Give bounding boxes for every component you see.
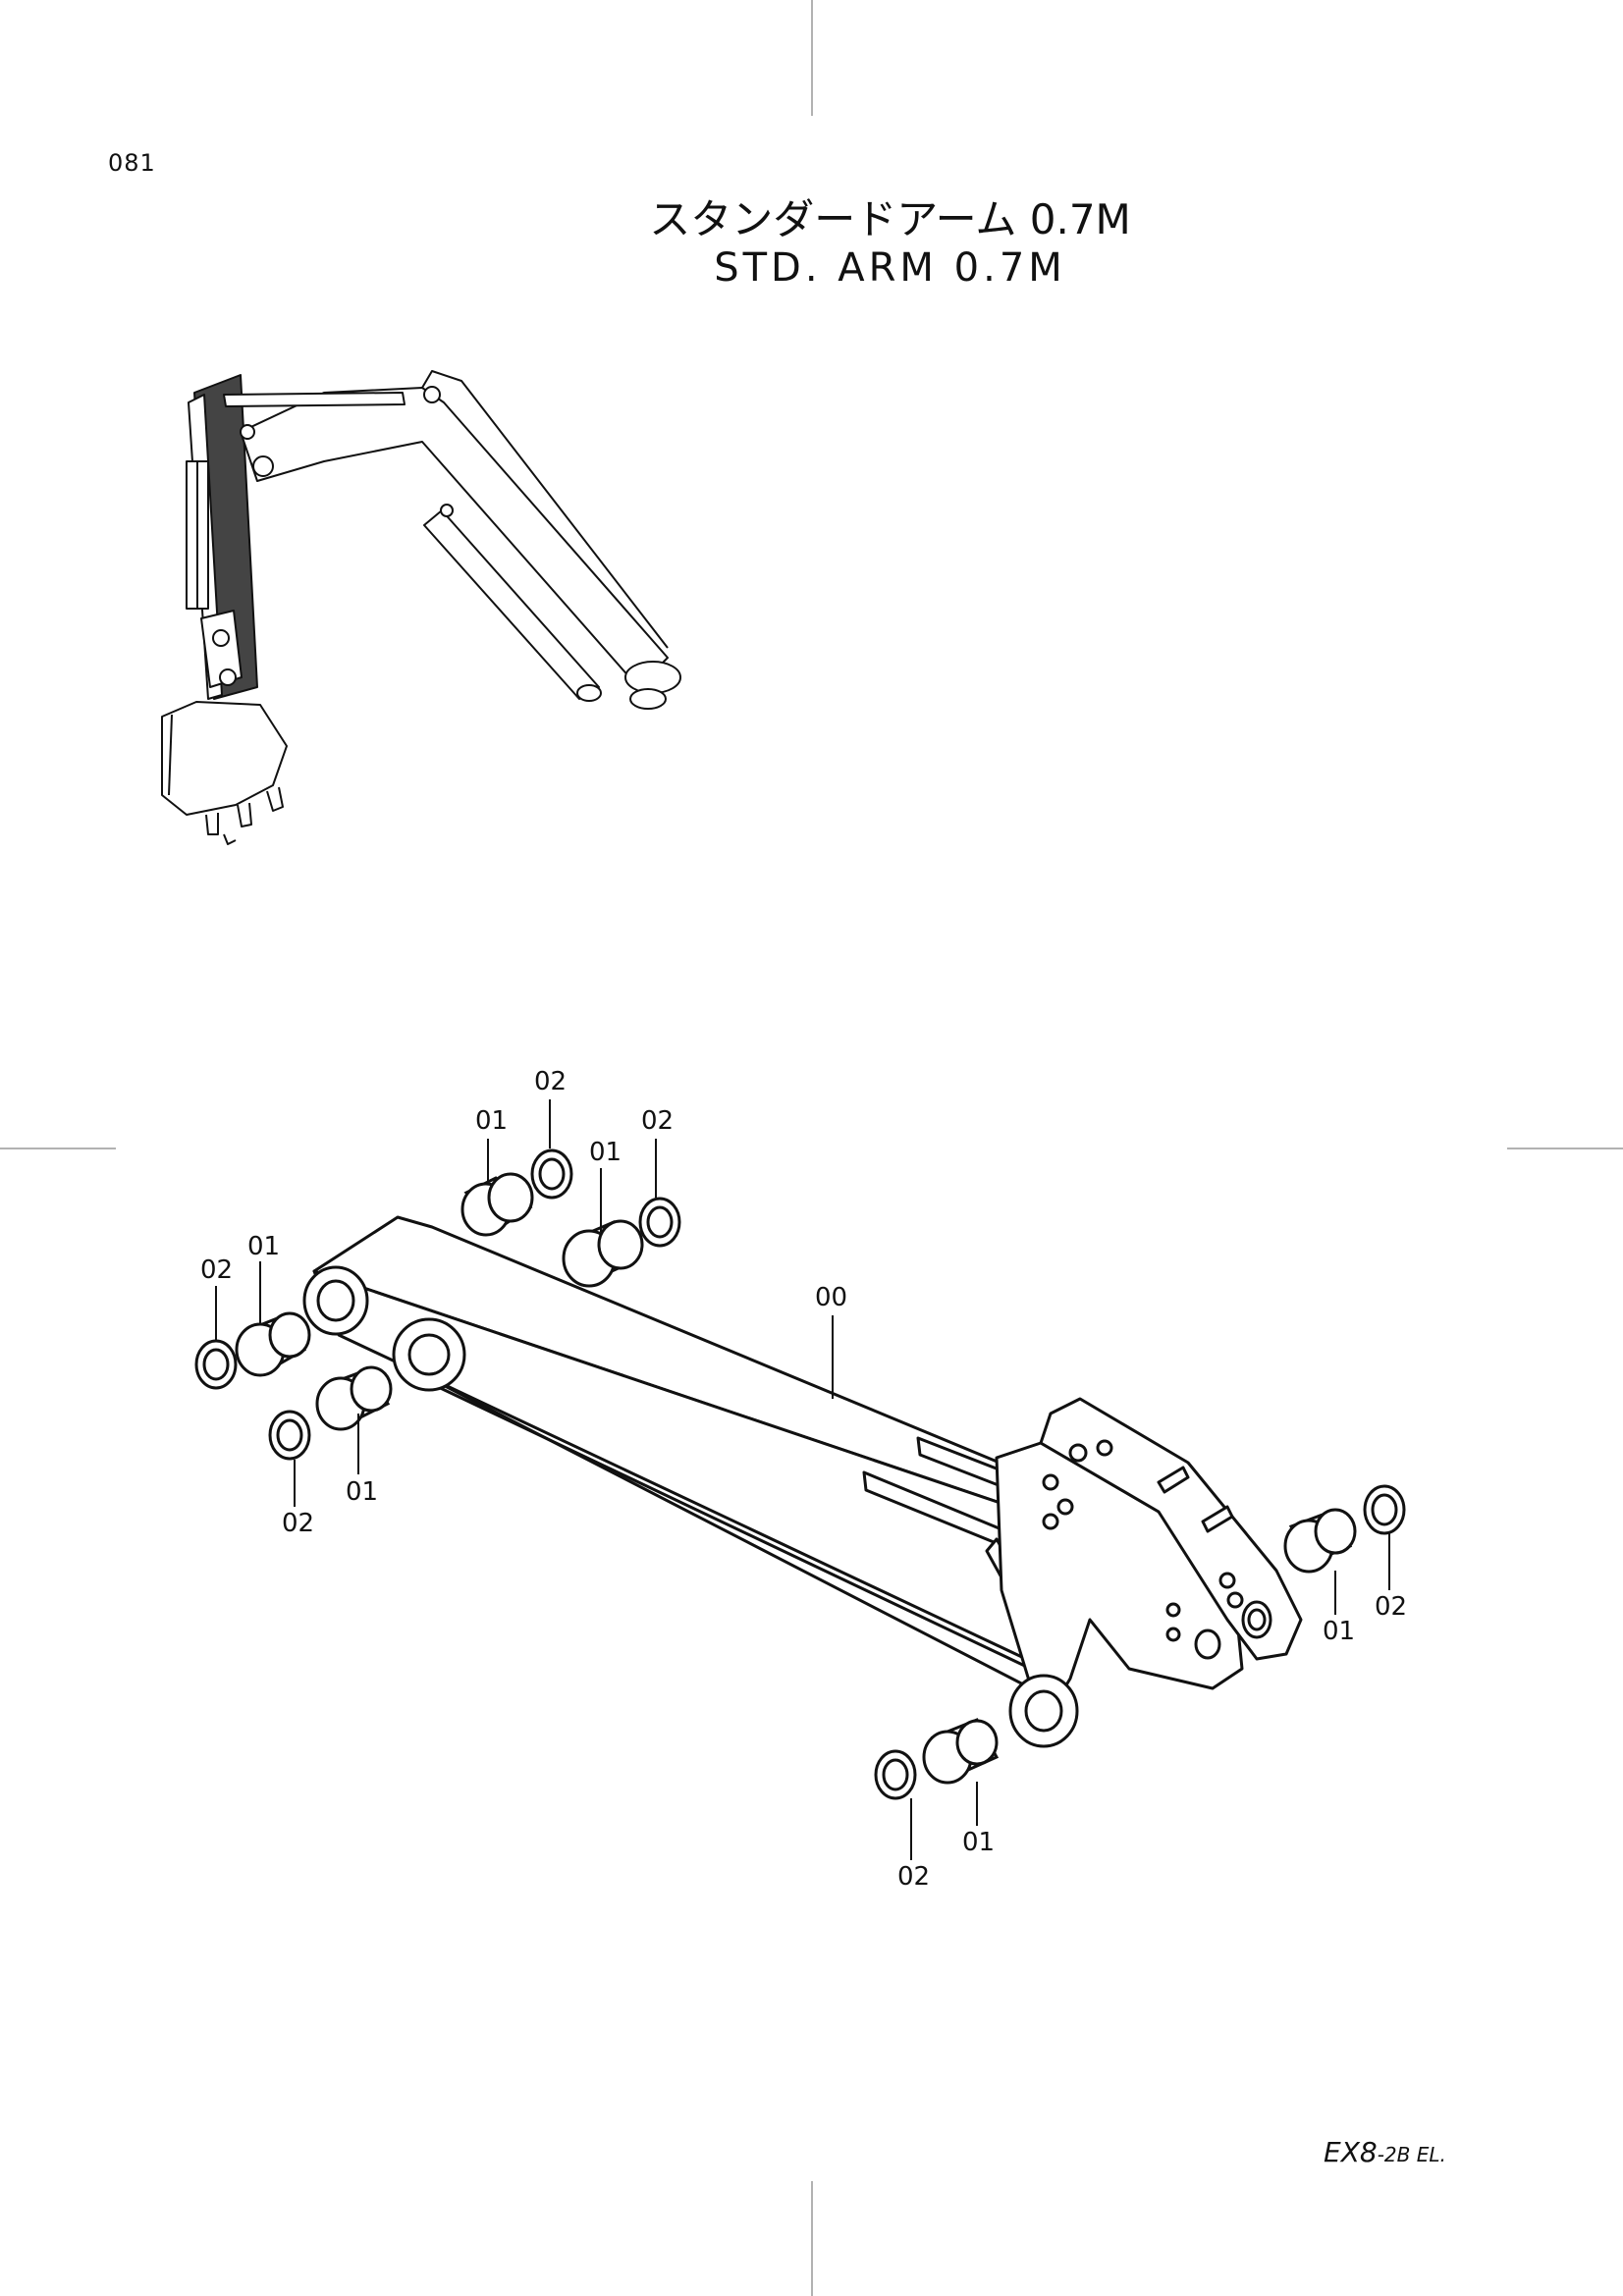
- bushing-part: [1283, 1508, 1357, 1574]
- bushing-part: [235, 1311, 311, 1377]
- bushings-and-seals: [194, 1148, 1406, 1800]
- callout-bushing: 01: [475, 1106, 508, 1136]
- seal-part: [1363, 1484, 1406, 1535]
- bushing-part: [562, 1219, 644, 1288]
- callout-bushing: 01: [589, 1138, 622, 1167]
- seal-part: [874, 1749, 917, 1800]
- arm-main-body: [302, 1215, 1303, 1748]
- bushing-part: [460, 1172, 534, 1237]
- callout-seal: 02: [282, 1509, 314, 1538]
- footer-suffix: -2B EL.: [1377, 2143, 1446, 2166]
- seal-part: [530, 1148, 573, 1200]
- bushing-part: [922, 1718, 1000, 1785]
- callout-bushing: 01: [247, 1232, 280, 1261]
- title-english: STD. ARM 0.7M: [714, 245, 1066, 291]
- callout-seal: 02: [200, 1255, 233, 1285]
- callout-bushing: 01: [962, 1828, 995, 1857]
- seal-part: [268, 1410, 311, 1461]
- callout-seal: 02: [534, 1067, 567, 1096]
- excavator-overview-illustration: [161, 370, 681, 845]
- bushing-part: [315, 1365, 393, 1431]
- callout-arm: 00: [815, 1283, 847, 1312]
- callout-bushing: 01: [346, 1477, 378, 1507]
- page-number: 081: [108, 149, 156, 177]
- footer-model: EX8: [1324, 2136, 1378, 2168]
- title-japanese: スタンダードアーム 0.7M: [649, 195, 1131, 243]
- seal-part: [194, 1339, 238, 1390]
- model-footer: EX8-2B EL.: [1324, 2136, 1446, 2168]
- callout-labels: 00 01 02 01 02 01 02 01 02 01 02 01 02: [200, 1067, 1407, 1892]
- callout-seal: 02: [897, 1862, 930, 1892]
- callout-seal: 02: [641, 1106, 674, 1136]
- callout-seal: 02: [1375, 1592, 1407, 1622]
- seal-part: [638, 1197, 681, 1248]
- leader-lines: [215, 1099, 1390, 1860]
- callout-bushing: 01: [1323, 1617, 1355, 1646]
